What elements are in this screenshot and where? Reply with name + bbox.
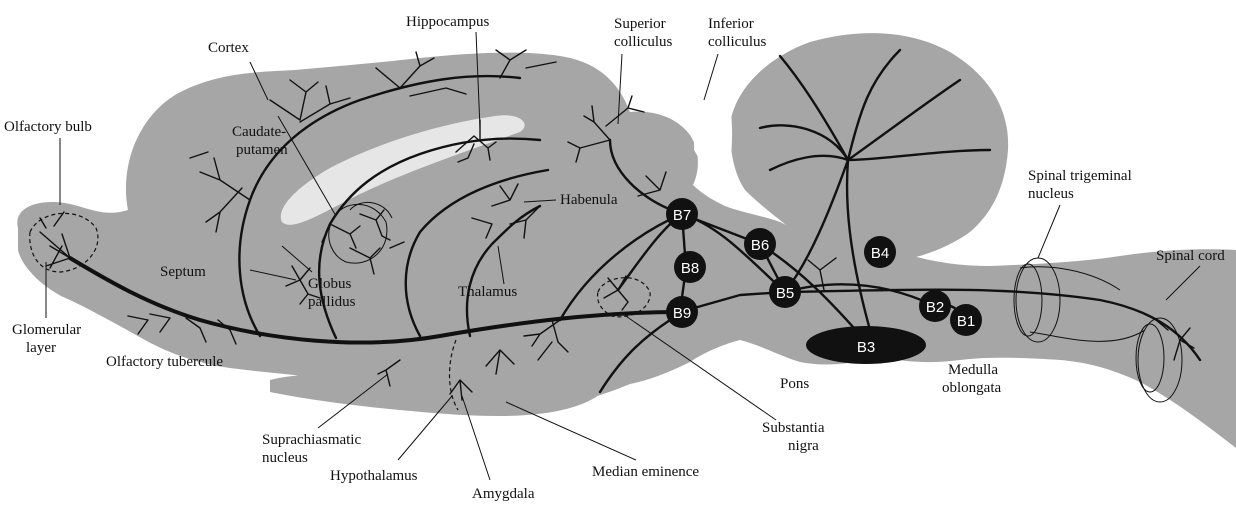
label-caudate-putamen-1: Caudate- [232, 124, 286, 140]
label-globus-pallidus-1: Globus [308, 276, 352, 292]
label-cortex: Cortex [208, 40, 249, 56]
svg-text:B7: B7 [673, 207, 691, 224]
label-habenula: Habenula [560, 192, 618, 208]
label-suprachiasmatic-2: nucleus [262, 450, 308, 466]
label-substantia-nigra-2: nigra [788, 438, 819, 454]
label-caudate-putamen-2: putamen [236, 142, 288, 158]
svg-text:B3: B3 [857, 339, 875, 356]
label-amygdala: Amygdala [472, 486, 535, 502]
nucleus-b8: B8 [674, 251, 706, 283]
label-medulla-2: oblongata [942, 380, 1001, 396]
brain-silhouette [17, 33, 1236, 448]
svg-text:B1: B1 [957, 313, 975, 330]
nucleus-b1: B1 [950, 304, 982, 336]
label-thalamus: Thalamus [458, 284, 517, 300]
label-inferior-colliculus-2: colliculus [708, 34, 766, 50]
label-inferior-colliculus-1: Inferior [708, 16, 754, 32]
svg-text:B2: B2 [926, 299, 944, 316]
label-suprachiasmatic-1: Suprachiasmatic [262, 432, 361, 448]
nucleus-b9: B9 [666, 296, 698, 328]
nucleus-b6: B6 [744, 228, 776, 260]
label-spinal-trigeminal-2: nucleus [1028, 186, 1074, 202]
label-superior-colliculus-1: Superior [614, 16, 666, 32]
label-glomerular-2: layer [26, 340, 56, 356]
svg-text:B9: B9 [673, 305, 691, 322]
label-superior-colliculus-2: colliculus [614, 34, 672, 50]
svg-text:B4: B4 [871, 245, 889, 262]
nucleus-b7: B7 [666, 198, 698, 230]
label-medulla-1: Medulla [948, 362, 998, 378]
svg-text:B5: B5 [776, 285, 794, 302]
label-substantia-nigra-1: Substantia [762, 420, 825, 436]
label-spinal-cord: Spinal cord [1156, 248, 1225, 264]
label-hippocampus: Hippocampus [406, 14, 489, 30]
label-glomerular-1: Glomerular [12, 322, 81, 338]
brain-body [17, 53, 1236, 448]
label-spinal-trigeminal-1: Spinal trigeminal [1028, 168, 1132, 184]
svg-text:B8: B8 [681, 260, 699, 277]
colliculus-notch [694, 106, 732, 190]
label-pons: Pons [780, 376, 809, 392]
svg-text:B6: B6 [751, 237, 769, 254]
nucleus-b3: B3 [806, 326, 926, 364]
label-olfactory-tubercule: Olfactory tubercule [106, 354, 223, 370]
label-olfactory-bulb: Olfactory bulb [4, 119, 92, 135]
label-hypothalamus: Hypothalamus [330, 468, 418, 484]
label-septum: Septum [160, 264, 206, 280]
nucleus-b4: B4 [864, 236, 896, 268]
label-globus-pallidus-2: pallidus [308, 294, 356, 310]
nucleus-b2: B2 [919, 290, 951, 322]
label-median-eminence: Median eminence [592, 464, 699, 480]
nucleus-b5: B5 [769, 276, 801, 308]
